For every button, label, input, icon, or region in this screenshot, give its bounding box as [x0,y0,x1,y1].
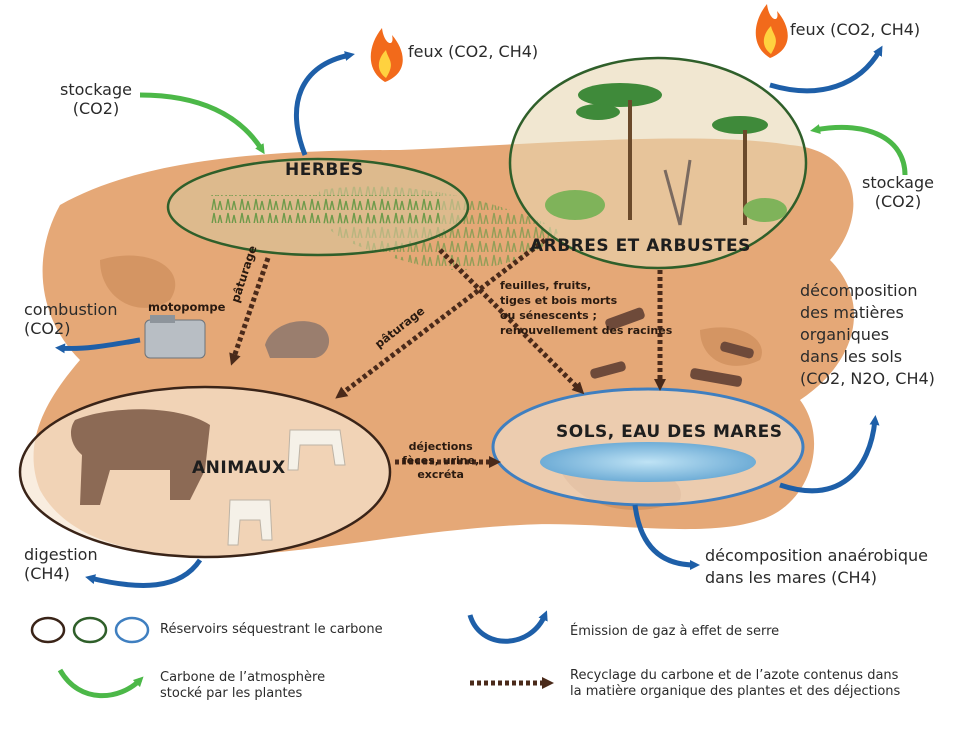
soil-decomposition-label: décomposition des matières organiques da… [800,281,935,388]
storage-right-label: stockage (CO2) [862,173,934,211]
anaerobic-decomposition-label: décomposition anaérobique dans les mares… [705,546,928,587]
fire-left-label: feux (CO2, CH4) [408,42,539,61]
legend-reservoir-icons [30,616,150,644]
legend-storage-arrow [57,668,144,699]
emission-arrow [293,51,355,156]
digestion-label: digestion (CH4) [24,545,98,583]
motopompe-label: motopompe [148,300,226,314]
ground-patch [100,255,176,308]
grasses-title: HERBES [285,160,364,180]
animals-title: ANIMAUX [192,458,286,478]
storage-arrow [810,124,908,176]
storage-left-label: stockage (CO2) [60,80,132,118]
rock [265,321,330,358]
legend-recycling-label: Recyclage du carbone et de l’azote conte… [570,668,901,699]
emission-arrow [85,558,203,588]
pond-water [540,442,756,482]
grass-tufts [210,195,440,223]
recycling-arrow [335,238,547,399]
emission-arrow [632,504,700,570]
dejections-label: déjections fèces, urine, excréta [402,440,480,481]
soils-title: SOLS, EAU DES MARES [556,422,783,442]
fire-right-label: feux (CO2, CH4) [790,20,921,39]
legend-atmosphere-label: Carbone de l’atmosphère stocké par les p… [160,670,326,701]
trees-title: ARBRES ET ARBUSTES [530,236,751,256]
legend-emission-arrow [467,610,548,644]
dead-wood-icon [590,307,754,387]
legend-reservoirs-label: Réservoirs séquestrant le carbone [160,622,383,637]
animals-illustration [70,409,346,546]
emission-arrow [769,45,883,94]
emission-arrow [55,337,141,354]
recycling-arrow [438,248,585,395]
combustion-label: combustion (CO2) [24,300,118,338]
motopompe-icon [144,315,206,359]
recycling-arrow [229,257,271,366]
litter-label: feuilles, fruits, tiges et bois morts ou… [500,279,673,337]
storage-arrow [139,92,265,155]
tree-illustration [545,83,787,226]
emission-arrow [779,415,880,494]
legend-emission-label: Émission de gaz à effet de serre [570,624,780,639]
fire-icon [370,28,403,82]
fire-icon [755,4,788,58]
